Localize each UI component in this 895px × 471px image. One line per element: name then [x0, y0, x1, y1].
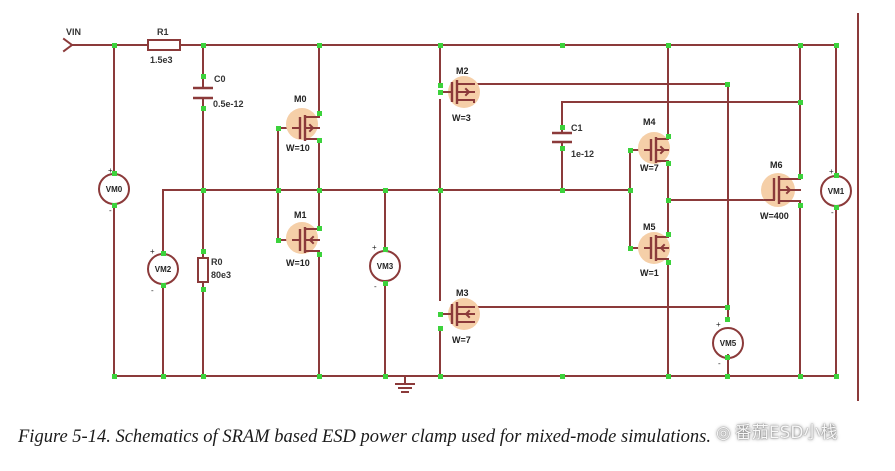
vin-input-arrow — [62, 37, 74, 53]
transistor-m4: M4 W=7 — [638, 117, 670, 173]
m0-name: M0 — [294, 94, 307, 104]
c0-value: 0.5e-12 — [213, 99, 244, 109]
vm1-label: VM1 — [828, 187, 845, 196]
vm0-plus: + — [108, 166, 113, 175]
vm5-minus: - — [718, 359, 721, 368]
m2-name: M2 — [456, 66, 469, 76]
watermark: ◎番茄ESD小栈 — [716, 418, 837, 443]
junction-nodes — [112, 43, 839, 379]
transistor-m0: M0 W=10 — [286, 94, 320, 153]
m3-name: M3 — [456, 288, 469, 298]
vm3-plus: + — [372, 243, 377, 252]
transistor-m5: M5 W=1 — [638, 222, 670, 278]
vm3-label: VM3 — [377, 262, 394, 271]
resistor-r1: R1 1.5e3 — [147, 27, 181, 65]
wechat-icon: ◎ — [716, 423, 731, 443]
c1-value: 1e-12 — [571, 149, 594, 159]
transistor-m2: M2 W=3 — [445, 66, 480, 123]
capacitor-c1: C1 1e-12 — [552, 123, 594, 159]
vm0-minus: - — [109, 206, 112, 215]
vm2-plus: + — [150, 247, 155, 256]
vm0-label: VM0 — [106, 185, 123, 194]
r0-value: 80e3 — [211, 270, 231, 280]
m4-name: M4 — [643, 117, 656, 127]
vm2-minus: - — [151, 286, 154, 295]
vm2-label: VM2 — [155, 265, 172, 274]
wires — [71, 44, 837, 393]
vm1-minus: - — [831, 208, 834, 217]
m0-width: W=10 — [286, 143, 310, 153]
watermark-text: 番茄ESD小栈 — [734, 423, 838, 443]
c0-name: C0 — [214, 74, 226, 84]
vm1-plus: + — [829, 167, 834, 176]
m1-name: M1 — [294, 210, 307, 220]
m4-width: W=7 — [640, 163, 659, 173]
vm3-minus: - — [374, 282, 377, 291]
schematic-diagram: VIN — [62, 13, 859, 401]
transistor-m1: M1 W=10 — [286, 210, 320, 268]
transistor-m6: M6 W=400 — [760, 160, 801, 221]
m2-width: W=3 — [452, 113, 471, 123]
vin-label: VIN — [66, 27, 81, 37]
vm5-label: VM5 — [720, 339, 737, 348]
r1-name: R1 — [157, 27, 169, 37]
vm5-plus: + — [716, 320, 721, 329]
m6-width: W=400 — [760, 211, 789, 221]
r1-value: 1.5e3 — [150, 55, 173, 65]
figure-caption: Figure 5-14. Schematics of SRAM based ES… — [18, 427, 711, 447]
m5-width: W=1 — [640, 268, 659, 278]
m3-width: W=7 — [452, 335, 471, 345]
m5-name: M5 — [643, 222, 656, 232]
resistor-r0: R0 80e3 — [197, 257, 231, 283]
m1-width: W=10 — [286, 258, 310, 268]
capacitor-c0: C0 0.5e-12 — [193, 74, 244, 109]
m6-name: M6 — [770, 160, 783, 170]
transistor-m3: M3 W=7 — [445, 288, 480, 345]
c1-name: C1 — [571, 123, 583, 133]
r0-name: R0 — [211, 257, 223, 267]
